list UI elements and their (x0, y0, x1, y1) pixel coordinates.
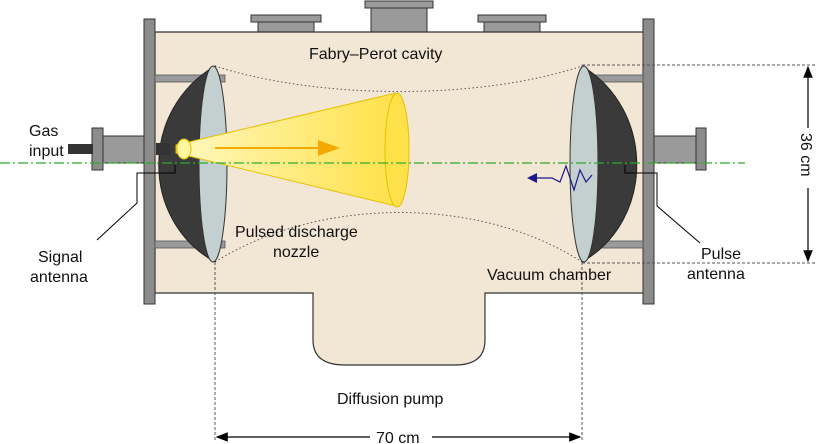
label-gas-input-2: input (29, 143, 64, 160)
label-dim-70: 70 cm (376, 430, 420, 444)
label-pulse-antenna-2: antenna (687, 266, 745, 283)
label-diffusion-pump: Diffusion pump (337, 391, 444, 408)
right-flange (642, 18, 655, 305)
label-vacuum-chamber: Vacuum chamber (487, 267, 612, 284)
pulse-antenna-wire (624, 165, 701, 244)
label-gas-input-1: Gas (29, 123, 58, 140)
label-pulse-antenna-1: Pulse (701, 246, 741, 263)
signal-antenna-wire (96, 165, 176, 241)
label-pulsed-nozzle-1: Pulsed discharge (235, 224, 358, 241)
right-mirror (569, 65, 638, 263)
left-flange (143, 18, 156, 305)
label-pulsed-nozzle-2: nozzle (273, 244, 319, 261)
dimension-guides (214, 64, 815, 440)
label-dim-36: 36 cm (797, 133, 814, 177)
nozzle-body (156, 143, 170, 155)
left-mirror (158, 65, 228, 263)
label-signal-antenna-1: Signal (38, 249, 82, 266)
molecular-beam (175, 92, 410, 208)
gas-input-pipe (68, 127, 145, 171)
label-signal-antenna-2: antenna (30, 269, 88, 286)
top-ports (250, 0, 547, 34)
label-fabry-perot: Fabry–Perot cavity (309, 46, 442, 63)
right-pipe (653, 127, 707, 171)
beam-direction-arrow (215, 140, 340, 156)
microwave-pulse (527, 164, 593, 192)
